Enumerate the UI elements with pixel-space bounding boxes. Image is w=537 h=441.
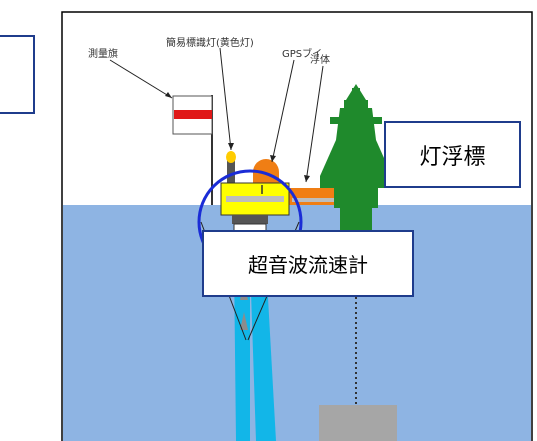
light-buoy-label: 灯浮標 xyxy=(419,144,486,170)
gps-base xyxy=(253,172,279,183)
float-strip xyxy=(226,196,284,202)
leader-float xyxy=(305,65,324,183)
light-buoy-callout: 灯浮標 xyxy=(384,121,521,188)
buoy-top-mark xyxy=(346,84,366,100)
ultrasonic-meter-callout: 超音波流速計 xyxy=(202,230,414,297)
left-beam xyxy=(234,262,250,441)
buoy-cone xyxy=(320,140,392,176)
beacon-light xyxy=(226,151,236,163)
arm-strip xyxy=(292,198,334,202)
label-float: 浮体 xyxy=(310,54,330,66)
leader-flag xyxy=(109,59,173,99)
ultrasonic-meter-label: 超音波流速計 xyxy=(248,253,368,277)
beacon-pole xyxy=(227,155,235,189)
buoy-body xyxy=(320,176,392,188)
buoy-cap xyxy=(344,100,368,108)
leader-gps xyxy=(271,59,295,163)
left-edge-box xyxy=(0,35,35,114)
label-survey-flag: 測量旗 xyxy=(88,47,118,60)
sinker-block xyxy=(319,405,397,441)
beam-mark-2 xyxy=(240,312,248,330)
right-beam xyxy=(250,262,276,441)
leader-beacon xyxy=(219,47,232,151)
gps-dome xyxy=(253,159,279,172)
buoy-ring xyxy=(330,117,382,124)
flag-stripe xyxy=(174,110,212,119)
buoy-hull xyxy=(334,188,378,208)
label-gps-buoy: GPSブイ xyxy=(282,47,322,60)
meter-mount xyxy=(232,215,268,224)
label-simple-beacon: 簡易標識灯(黄色灯) xyxy=(166,36,254,49)
